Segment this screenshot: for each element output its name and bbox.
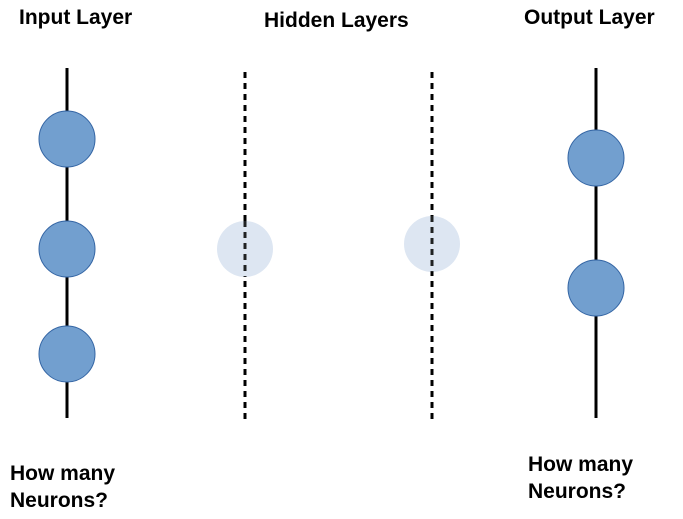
- output-neuron-1: [567, 129, 625, 187]
- hidden-layers-label: Hidden Layers: [264, 9, 409, 32]
- output-layer-label: Output Layer: [524, 6, 655, 29]
- input-neuron-1: [38, 110, 96, 168]
- input-layer-label: Input Layer: [19, 6, 133, 29]
- input-neuron-2: [38, 220, 96, 278]
- output-question-line-2: Neurons?: [528, 480, 627, 503]
- input-question-line-1: How many: [10, 462, 116, 485]
- input-neurons-question: How many Neurons?: [10, 460, 115, 514]
- input-question-line-2: Neurons?: [10, 489, 109, 512]
- output-neurons-question: How many Neurons?: [528, 451, 633, 505]
- input-neuron-3: [38, 325, 96, 383]
- output-neuron-2: [567, 259, 625, 317]
- output-question-line-1: How many: [528, 453, 634, 476]
